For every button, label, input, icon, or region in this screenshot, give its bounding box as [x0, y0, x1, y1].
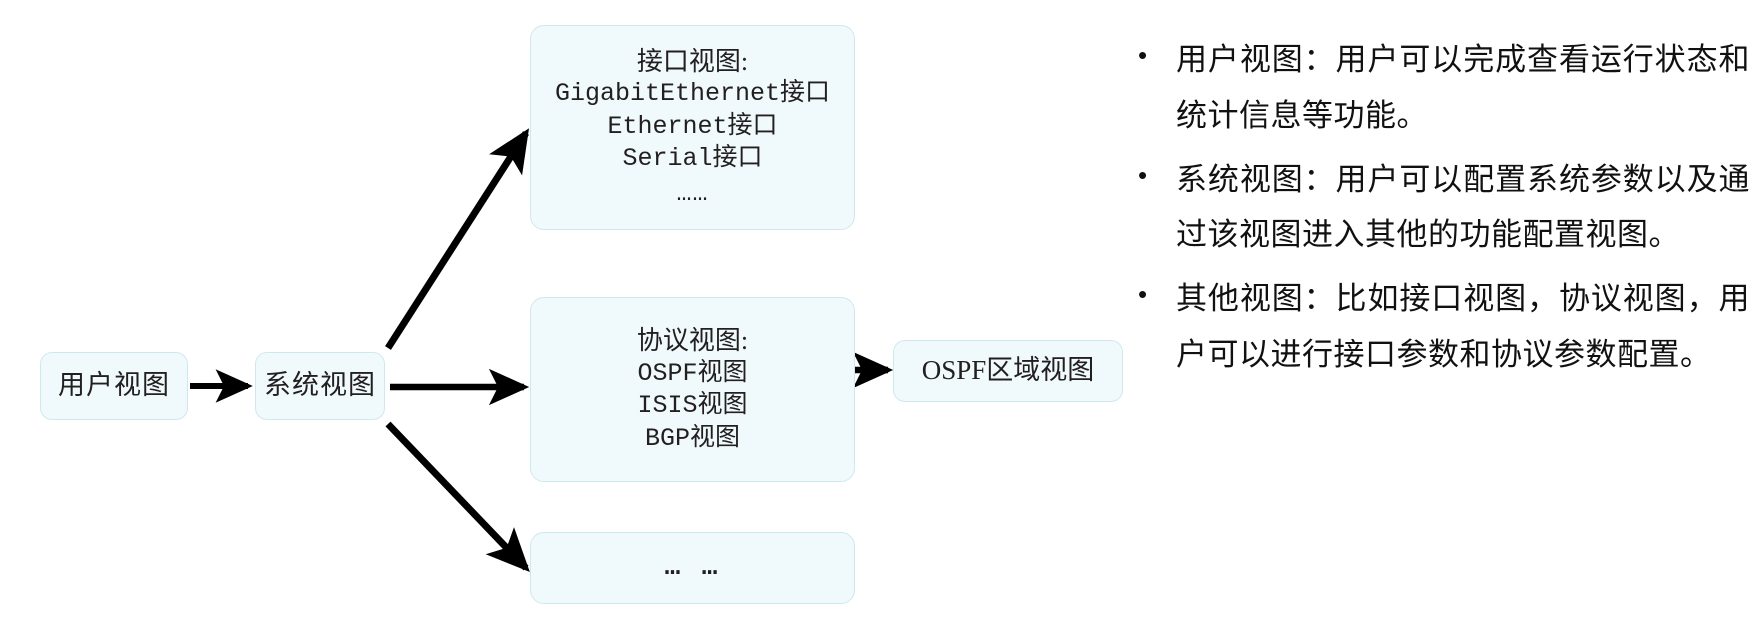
node-system-view[interactable]: 系统视图	[255, 352, 385, 420]
node-protocol-view-line-1: OSPF视图	[637, 358, 748, 388]
node-user-view-label: 用户视图	[58, 370, 170, 401]
bullet-text-system-view: 系统视图：用户可以配置系统参数以及通过该视图进入其他的功能配置视图。	[1176, 161, 1750, 253]
node-interface-view-line-3: Serial接口	[622, 144, 763, 174]
node-interface-view-ellipsis: ……	[676, 178, 709, 208]
node-other-view[interactable]: … …	[530, 532, 855, 604]
node-protocol-view-title: 协议视图:	[636, 325, 749, 355]
node-interface-view-line-1: GigabitEthernet接口	[554, 79, 831, 109]
node-interface-view[interactable]: 接口视图: GigabitEthernet接口 Ethernet接口 Seria…	[530, 25, 855, 230]
view-hierarchy-diagram: 用户视图 系统视图 接口视图: GigabitEthernet接口 Ethern…	[40, 25, 1123, 604]
node-interface-view-line-2: Ethernet接口	[607, 111, 778, 141]
node-user-view[interactable]: 用户视图	[40, 352, 188, 420]
bullet-text-other-view: 其他视图：比如接口视图，协议视图，用户可以进行接口参数和协议参数配置。	[1176, 281, 1750, 372]
list-item: • 其他视图：比如接口视图，协议视图，用户可以进行接口参数和协议参数配置。	[1130, 271, 1750, 383]
arrow-system-to-other	[385, 421, 530, 573]
bullet-icon: •	[1138, 40, 1148, 70]
list-item: • 用户视图：用户可以完成查看运行状态和统计信息等功能。	[1130, 32, 1750, 144]
bullet-icon: •	[1138, 159, 1148, 190]
arrow-system-to-interface	[385, 128, 530, 350]
node-protocol-view[interactable]: 协议视图: OSPF视图 ISIS视图 BGP视图	[530, 297, 855, 482]
bullet-icon: •	[1138, 279, 1148, 310]
node-ospf-area-view[interactable]: OSPF区域视图	[893, 340, 1123, 402]
node-interface-view-title: 接口视图:	[636, 46, 749, 76]
node-other-view-label: … …	[664, 552, 721, 583]
list-item: • 系统视图：用户可以配置系统参数以及通过该视图进入其他的功能配置视图。	[1130, 152, 1750, 264]
view-description-list: • 用户视图：用户可以完成查看运行状态和统计信息等功能。 • 系统视图：用户可以…	[1130, 32, 1750, 391]
node-ospf-area-view-label: OSPF区域视图	[921, 355, 1095, 386]
node-protocol-view-line-3: BGP视图	[644, 423, 740, 453]
node-system-view-label: 系统视图	[264, 370, 376, 401]
bullet-text-user-view: 用户视图：用户可以完成查看运行状态和统计信息等功能。	[1176, 42, 1750, 133]
node-protocol-view-line-2: ISIS视图	[637, 391, 748, 421]
